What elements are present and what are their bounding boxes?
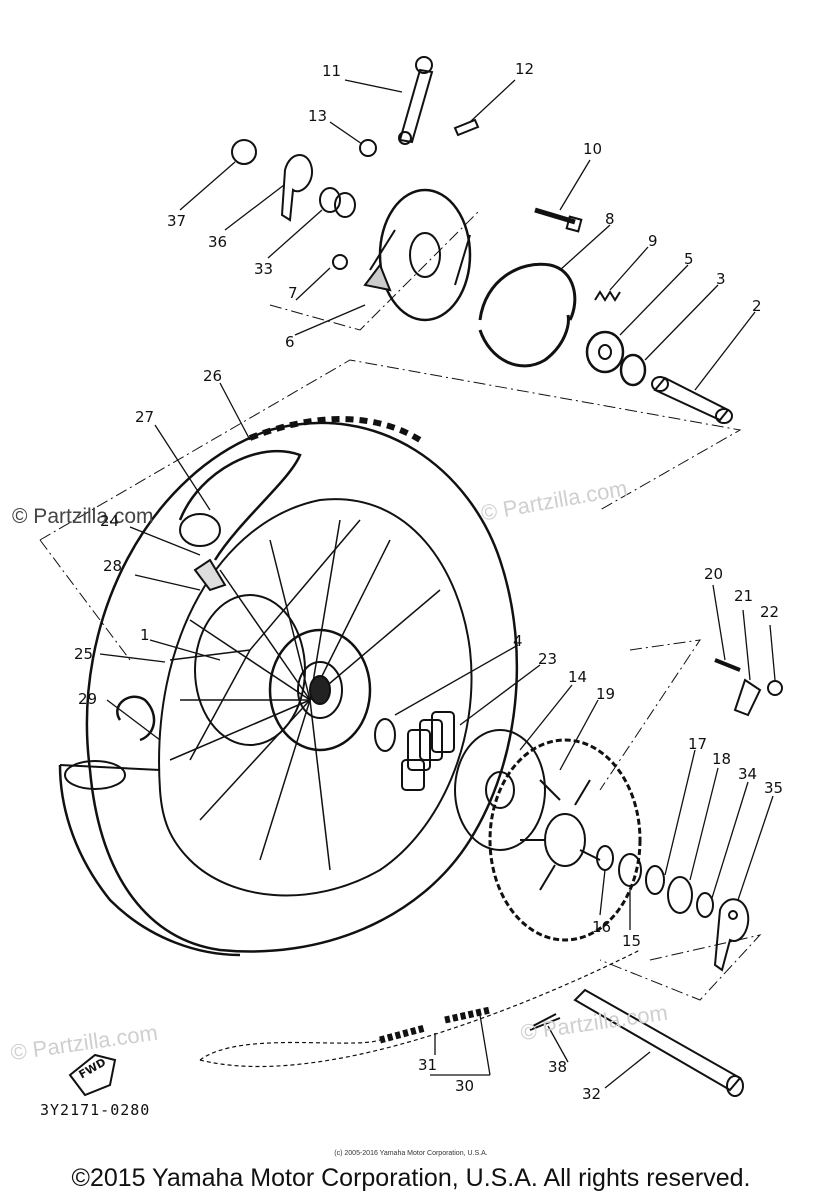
callout-9: 9	[648, 232, 658, 250]
spacer-2	[651, 376, 733, 424]
nut-7	[332, 254, 348, 270]
callout-3: 3	[716, 270, 726, 288]
callout-1: 1	[140, 626, 150, 644]
watermark-text: © Partzilla.com	[12, 505, 154, 528]
callout-17: 17	[688, 735, 708, 753]
footer-copyright: ©2015 Yamaha Motor Corporation, U.S.A. A…	[71, 1164, 751, 1192]
callout-10: 10	[583, 140, 603, 158]
brake-plate	[363, 188, 472, 322]
callout-12: 12	[515, 60, 535, 78]
rear-sprocket	[488, 738, 642, 942]
brake-spring	[594, 290, 621, 302]
callout-13: 13	[308, 107, 328, 125]
callout-18: 18	[712, 750, 732, 768]
sprocket-hub	[454, 729, 546, 851]
tire	[58, 416, 519, 957]
callout-15: 15	[622, 932, 642, 950]
callout-5: 5	[684, 250, 694, 268]
callout-33: 33	[254, 260, 274, 278]
group-outlines	[39, 209, 762, 1001]
callout-25: 25	[74, 645, 94, 663]
chain-puller	[714, 658, 783, 717]
callout-26: 26	[203, 367, 223, 385]
diagram-code: 3Y2171-0280	[40, 1101, 151, 1119]
callout-22: 22	[760, 603, 780, 621]
callout-30: 30	[455, 1077, 475, 1095]
rim-band	[64, 695, 156, 790]
brake-camshaft	[534, 207, 583, 233]
drive-chain	[199, 949, 641, 1068]
callout-14: 14	[568, 668, 588, 686]
tube-valve	[178, 449, 302, 592]
callout-29: 29	[78, 690, 98, 708]
callout-24: 24	[100, 512, 120, 530]
fwd-arrow	[68, 1053, 117, 1097]
collar-33	[319, 187, 356, 218]
brake-shoes	[478, 262, 577, 368]
cotter-pin	[529, 1013, 561, 1031]
callout-19: 19	[596, 685, 616, 703]
callout-7: 7	[288, 284, 298, 302]
adjuster-36-37	[231, 139, 314, 222]
callout-36: 36	[208, 233, 228, 251]
bolt-12	[453, 118, 480, 137]
callout-11: 11	[322, 62, 342, 80]
axle-32	[573, 988, 744, 1097]
hub-damper	[401, 711, 455, 791]
leader-lines	[99, 79, 776, 1089]
callout-28: 28	[103, 557, 123, 575]
chain-adjuster-35	[713, 898, 750, 972]
brake-lever	[398, 56, 434, 145]
callout-31: 31	[418, 1056, 438, 1074]
callout-23: 23	[538, 650, 558, 668]
bearings	[585, 330, 647, 387]
callout-8: 8	[605, 210, 615, 228]
callout-20: 20	[704, 565, 724, 583]
callout-2: 2	[752, 297, 762, 315]
callout-16: 16	[592, 918, 612, 936]
wheel-hub	[194, 594, 372, 752]
nut-13	[359, 139, 377, 157]
callout-35: 35	[764, 779, 784, 797]
oil-seal-4	[374, 718, 396, 752]
callout-32: 32	[582, 1085, 602, 1103]
callout-21: 21	[734, 587, 754, 605]
callout-6: 6	[285, 333, 295, 351]
callout-27: 27	[135, 408, 155, 426]
callout-4: 4	[513, 632, 523, 650]
callout-34: 34	[738, 765, 758, 783]
small-copyright: (c) 2005-2016 Yamaha Motor Corporation, …	[334, 1150, 488, 1157]
callout-38: 38	[548, 1058, 568, 1076]
callout-37: 37	[167, 212, 187, 230]
